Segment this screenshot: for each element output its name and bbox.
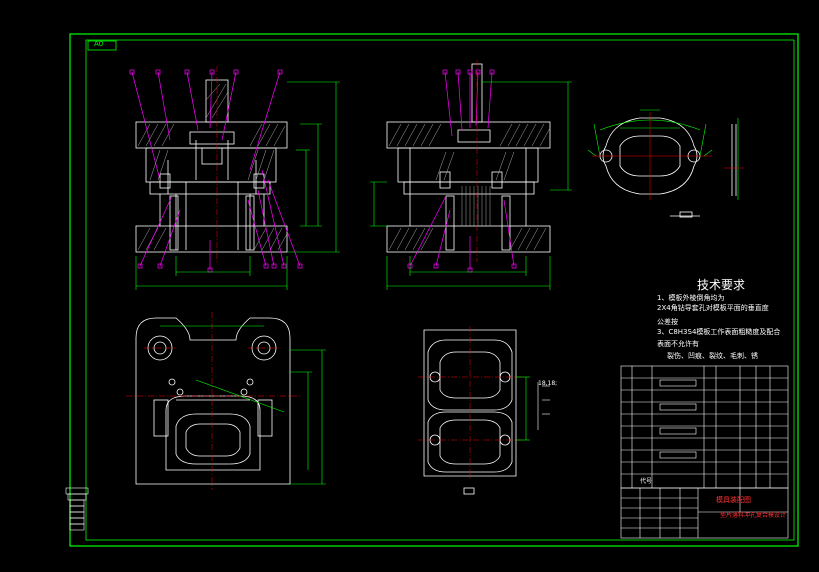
front-section-view xyxy=(129,66,340,290)
tech-requirement-line: 公差按 xyxy=(657,318,678,326)
sheet-size-label: A0 xyxy=(94,40,104,48)
section-mark: 18,18; xyxy=(538,380,558,387)
strip-layout-view xyxy=(418,326,550,495)
tech-requirement-line: 2X4角钻导套孔对模板平面的垂直度 xyxy=(657,304,769,312)
inner-border xyxy=(85,39,795,541)
parts-list-table xyxy=(620,365,789,489)
tech-requirement-line: 3、C8H3S4模板工作表面粗糙度及配合 xyxy=(657,328,781,336)
tech-requirement-line: 表面不允许有 xyxy=(657,340,699,348)
die-plan-view xyxy=(126,312,326,490)
side-section-view xyxy=(370,60,572,290)
sheet-size-box xyxy=(87,40,117,51)
gasket-part-view xyxy=(587,109,744,218)
left-edge-stack xyxy=(65,487,89,531)
tech-requirement-line: 1、模板外棱倒角均为 xyxy=(657,294,725,302)
outer-border xyxy=(69,33,799,547)
tech-requirement-line: 裂伤、凹痕、裂纹、毛刺、锈 xyxy=(667,352,758,360)
parts-row-label: 代号 xyxy=(640,478,653,485)
project-name: 垫片落料冲孔复合模设计 xyxy=(720,512,787,519)
tech-requirements-title: 技术要求 xyxy=(697,278,746,292)
title-block xyxy=(620,487,789,539)
drawing-name: 模具装配图 xyxy=(716,496,751,504)
